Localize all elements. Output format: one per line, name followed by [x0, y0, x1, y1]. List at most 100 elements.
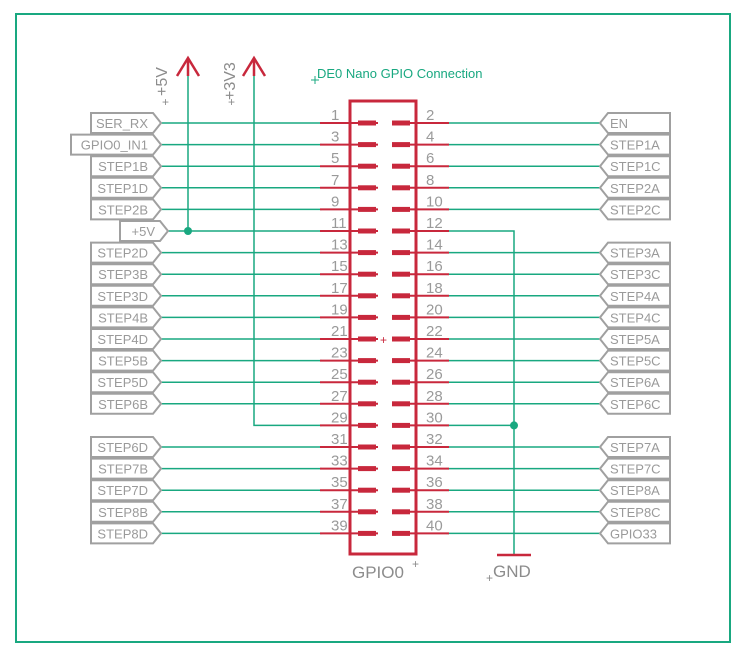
pin-pad-even — [392, 466, 410, 472]
right-net-labels: ENSTEP1ASTEP1CSTEP2ASTEP2CSTEP3ASTEP3CST… — [598, 112, 671, 545]
gpio-connector — [320, 99, 449, 556]
pin-pad-odd — [358, 379, 376, 385]
net-label-left — [90, 500, 163, 523]
net-label-right — [598, 522, 671, 545]
pin-number-odd: 1 — [331, 107, 339, 124]
net-label-left-text: STEP2D — [97, 246, 148, 261]
net-label-left-text: STEP1D — [97, 181, 148, 196]
pin-pad-even — [392, 120, 410, 126]
connector-origin-mark: + — [412, 557, 419, 571]
net-label-left-text: STEP3D — [97, 289, 148, 304]
net-label-left-text: STEP6D — [97, 440, 148, 455]
pin-pad-even — [392, 206, 410, 212]
net-label-right-text: GPIO33 — [610, 526, 657, 541]
net-label-left — [90, 479, 163, 502]
sheet-frame — [15, 13, 731, 643]
pin-pad-odd — [358, 422, 376, 428]
pin-pad-odd — [358, 250, 376, 256]
pin-number-even: 14 — [426, 237, 443, 254]
net-label-left — [90, 522, 163, 545]
net-label-right-text: STEP5A — [610, 332, 660, 347]
pin-number-even: 22 — [426, 323, 443, 340]
net-label-right — [598, 198, 671, 221]
rail-label-5v: +5V — [154, 67, 171, 96]
connector-body — [348, 99, 418, 556]
pin-pad-even — [392, 142, 410, 148]
net-label-left — [90, 198, 163, 221]
pin-number-odd: 17 — [331, 280, 348, 297]
title-origin-mark — [311, 76, 319, 84]
pin-number-even: 40 — [426, 517, 443, 534]
pin-number-even: 30 — [426, 409, 443, 426]
rail-origin-mark-5v: + — [162, 95, 169, 109]
net-label-right-text: EN — [610, 116, 628, 131]
net-label-right — [598, 112, 671, 134]
pin-pad-odd — [358, 530, 376, 536]
net-label-right — [598, 133, 671, 156]
pin-pad-even — [392, 530, 410, 536]
pin-number-even: 8 — [426, 172, 434, 189]
net-label-right-text: STEP4C — [610, 310, 661, 325]
pin-number-even: 26 — [426, 366, 443, 383]
pin-number-even: 18 — [426, 280, 443, 297]
pin-pad-odd — [358, 466, 376, 472]
pin-pad-odd — [358, 293, 376, 299]
net-label-left — [90, 392, 163, 415]
pin-pad-even — [392, 509, 410, 515]
net-label-left-text: STEP5B — [98, 354, 148, 369]
pin-number-even: 38 — [426, 496, 443, 513]
pin-pad-even — [392, 422, 410, 428]
net-label-right-text: STEP4A — [610, 289, 660, 304]
pin-pad-even — [392, 379, 410, 385]
pin-number-even: 12 — [426, 215, 443, 232]
pin-pad-even — [392, 401, 410, 407]
pin-pad-odd — [358, 401, 376, 407]
net-label-right-text: STEP6A — [610, 375, 660, 390]
pin-number-odd: 39 — [331, 517, 348, 534]
pin-pad-even — [392, 250, 410, 256]
schematic-title: DE0 Nano GPIO Connection — [317, 66, 482, 81]
net-label-left — [90, 457, 163, 480]
gnd-origin-mark: + — [486, 571, 493, 585]
net-label-left-text: STEP2B — [98, 202, 148, 217]
pin-number-odd: 31 — [331, 431, 348, 448]
net-label-left-text: STEP3B — [98, 267, 148, 282]
net-label-left — [90, 349, 163, 372]
net-label-left-text: STEP8B — [98, 505, 148, 520]
pin-number-odd: 3 — [331, 129, 339, 146]
net-label-left-text: STEP4D — [97, 332, 148, 347]
net-label-left — [90, 284, 163, 307]
pin-number-odd: 27 — [331, 388, 348, 405]
net-label-right-text: STEP2A — [610, 181, 660, 196]
power-rails — [168, 55, 531, 557]
net-label-left — [90, 155, 163, 178]
pin-number-odd: 19 — [331, 301, 348, 318]
pin-pad-odd — [358, 336, 376, 342]
connector-center-mark: + — [380, 333, 387, 347]
pin-number-even: 4 — [426, 129, 434, 146]
pin-number-odd: 15 — [331, 258, 348, 275]
pin-number-odd: 33 — [331, 453, 348, 470]
rail-label-3v3: +3V3 — [222, 62, 239, 100]
pin-pad-odd — [358, 487, 376, 493]
pin-number-even: 20 — [426, 301, 443, 318]
pin-number-even: 24 — [426, 345, 443, 362]
net-label-right — [598, 457, 671, 480]
pin-number-odd: 25 — [331, 366, 348, 383]
pin-pad-odd — [358, 206, 376, 212]
pin-pad-odd — [358, 271, 376, 277]
net-label-left — [90, 436, 163, 458]
net-label-right-text: STEP3A — [610, 246, 660, 261]
net-label-right-text: STEP5C — [610, 354, 661, 369]
pin-pad-even — [392, 185, 410, 191]
wire-gnd-rail — [446, 230, 515, 554]
pin-pad-odd — [358, 163, 376, 169]
net-label-right — [598, 479, 671, 502]
pin-pad-odd — [358, 120, 376, 126]
pin-pad-odd — [358, 444, 376, 450]
junction-5v — [184, 227, 192, 235]
pin-pad-even — [392, 271, 410, 277]
pin-pad-odd — [358, 142, 376, 148]
